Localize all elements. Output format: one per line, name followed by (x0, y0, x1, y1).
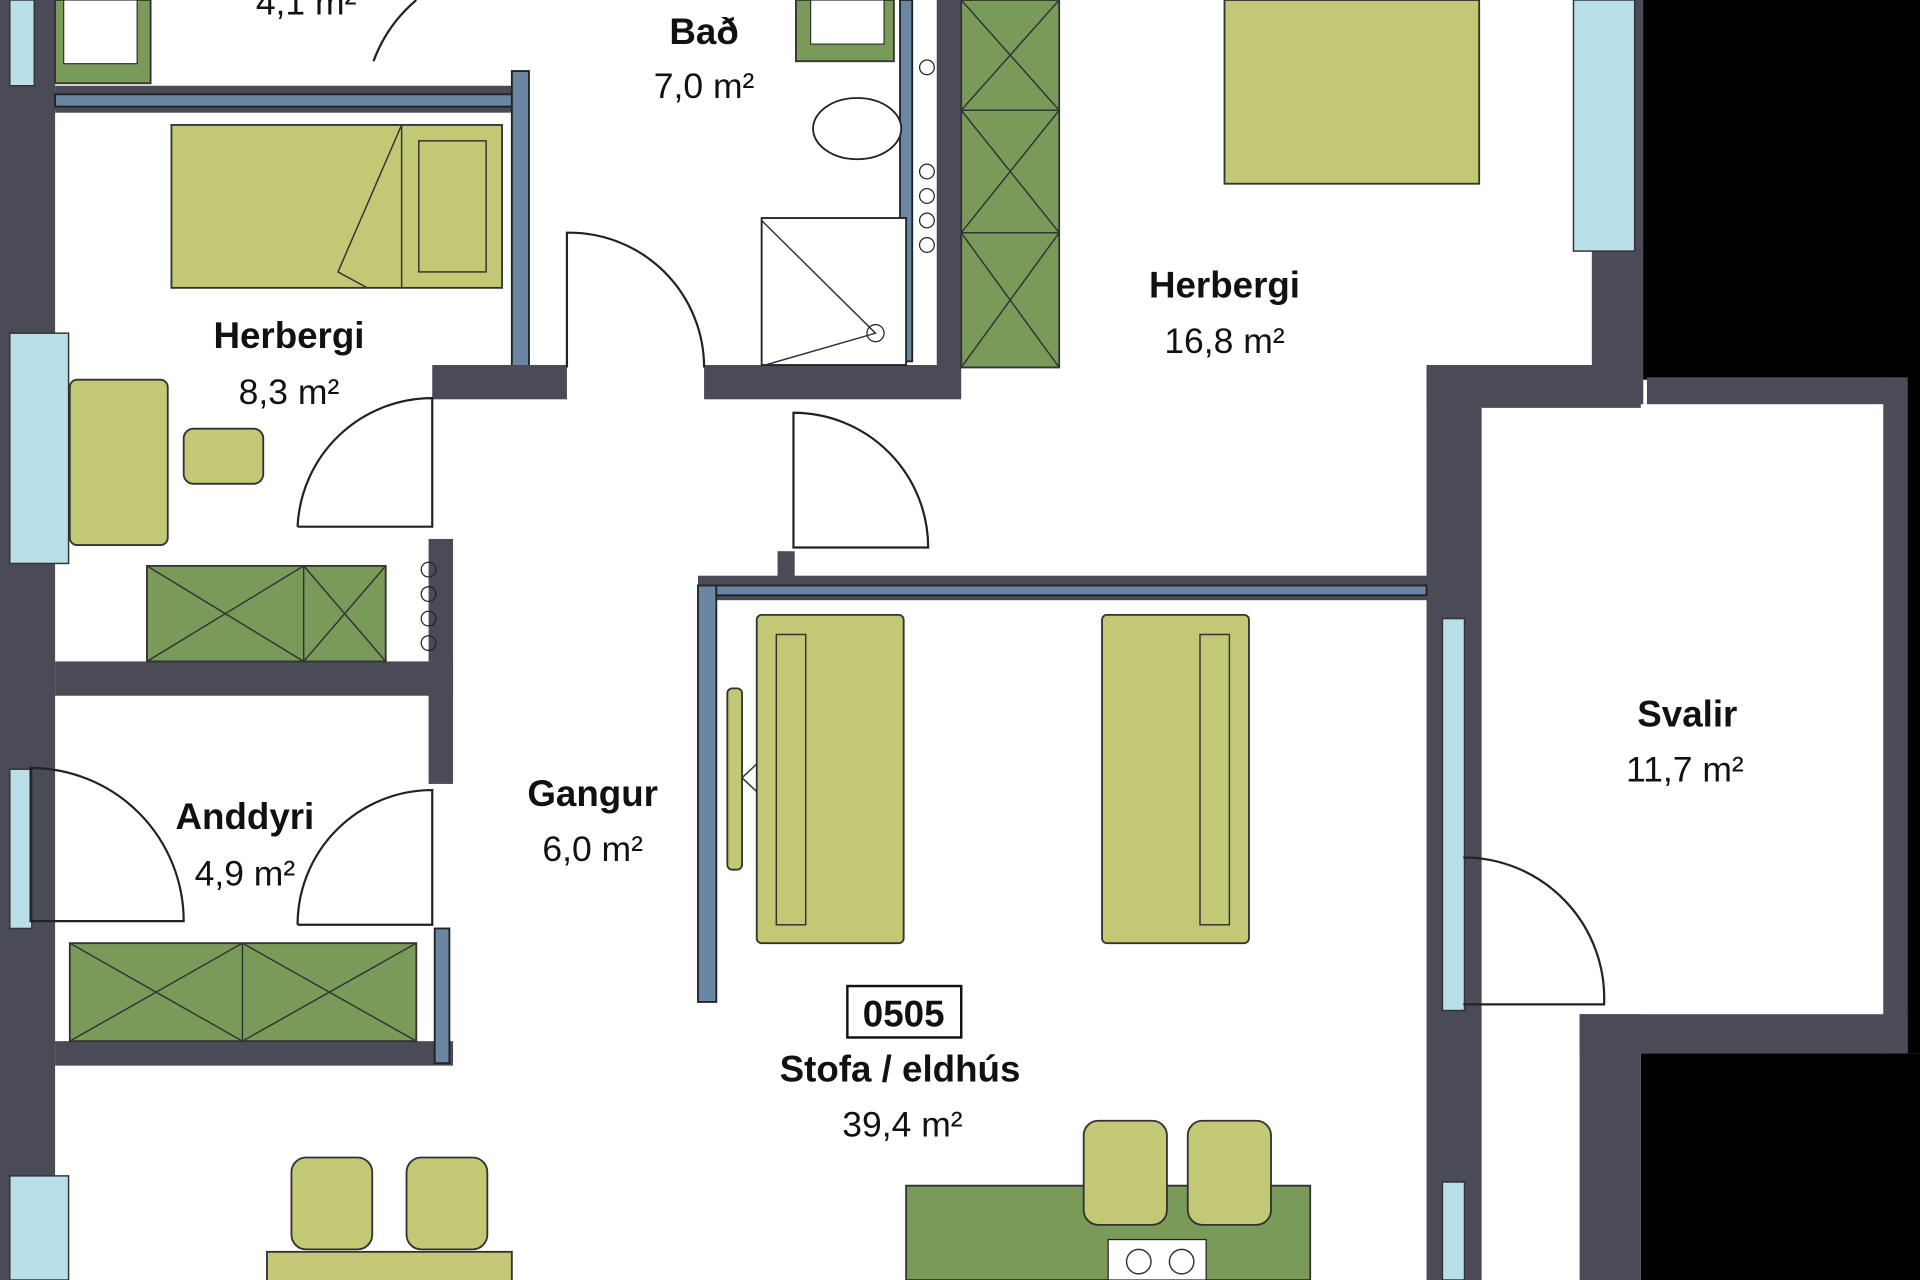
room-name: Svalir (1637, 693, 1737, 734)
bathroom-fixtures (54, 0, 1061, 369)
room-area: 16,8 m² (1164, 321, 1285, 361)
room-area: 4,9 m² (195, 854, 296, 894)
room-name: Herbergi (1149, 265, 1300, 306)
stool-icon (1186, 1119, 1272, 1226)
chair-icon (182, 427, 265, 485)
dining-table-icon (266, 1250, 513, 1280)
exterior-area (1640, 0, 1920, 1280)
entrance-cabinet (68, 942, 418, 1043)
sofa-icon (1101, 613, 1250, 945)
room-area: 7,0 m² (654, 66, 755, 106)
stool-icon (1082, 1119, 1168, 1226)
room-area: 11,7 m² (1626, 749, 1744, 789)
sofa-icon (755, 613, 905, 945)
bed-icon (170, 124, 503, 289)
room-area: 39,4 m² (842, 1105, 963, 1145)
unit-number: 0505 (863, 993, 945, 1034)
wardrobe-icon (146, 564, 387, 663)
living-room-furniture (266, 613, 1312, 1280)
door-swings (29, 0, 1606, 1006)
interior-walls (54, 0, 1433, 1066)
double-bed-icon (1223, 0, 1481, 185)
tv-icon (726, 687, 743, 871)
room-name: Bað (669, 11, 738, 52)
room-name: Gangur (527, 773, 658, 814)
room-area: 6,0 m² (542, 829, 643, 869)
dining-chair-icon (405, 1156, 489, 1251)
desk-icon (68, 378, 169, 546)
room-area: 8,3 m² (239, 372, 340, 412)
room-name: Anddyri (176, 796, 315, 837)
room-name: Stofa / eldhús (780, 1049, 1021, 1090)
toilet-icon (812, 97, 903, 161)
bedroom-small-furniture (68, 59, 935, 663)
room-labels: 4,1 m² Bað 7,0 m² Herbergi 8,3 m² Herber… (176, 0, 1744, 1145)
room-name: Herbergi (213, 315, 364, 356)
room-area: 4,1 m² (256, 0, 357, 23)
dining-chair-icon (290, 1156, 374, 1251)
